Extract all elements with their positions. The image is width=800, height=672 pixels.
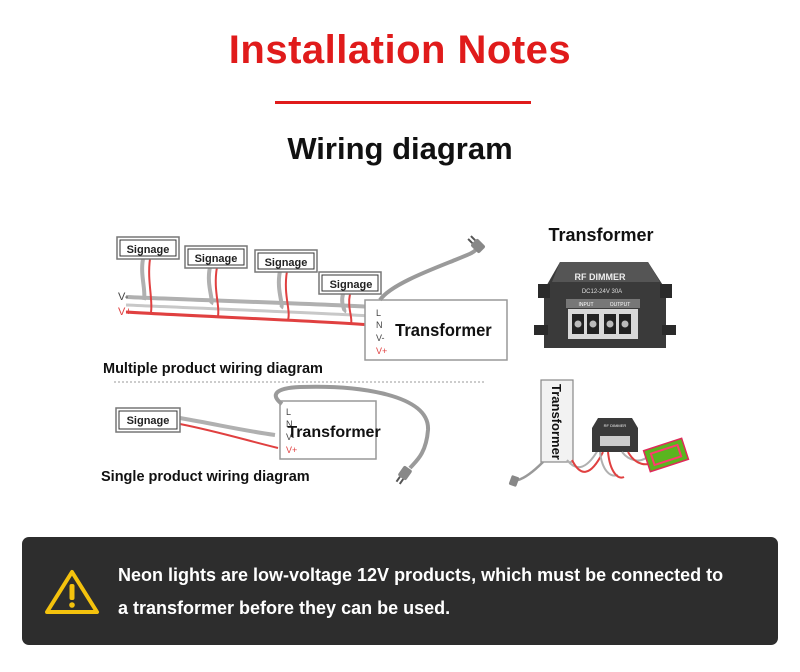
vertical-transformer-label: Transformer — [549, 384, 564, 460]
power-cord — [517, 461, 544, 482]
warning-line: Neon lights are low-voltage 12V products… — [118, 565, 724, 585]
warning-line: a transformer before they can be used. — [118, 598, 451, 618]
warning-banner: Neon lights are low-voltage 12V products… — [22, 537, 778, 645]
terminal-label: V- — [376, 333, 385, 343]
plug-icon — [508, 475, 520, 487]
title-divider — [275, 101, 531, 104]
signage-label: Signage — [127, 244, 170, 256]
terminal-label: V+ — [286, 445, 297, 455]
power-cord — [273, 384, 431, 470]
small-dimmer-label: RF DIMMER — [604, 423, 627, 428]
terminal-label: L — [376, 308, 381, 318]
signage-label: Signage — [265, 257, 308, 269]
single-wiring-diagram: Signage L N V- V+ Transformer Single pro… — [101, 384, 431, 485]
rf-dimmer-device: RF DIMMER DC12-24V 30A INPUT OUTPUT — [534, 262, 676, 348]
warning-triangle-icon — [45, 570, 99, 614]
transformer-label: Transformer — [395, 319, 492, 340]
section-subtitle: Wiring diagram — [287, 131, 513, 166]
multiple-wiring-diagram: Signage Signage Signage Signage V- V+ L … — [103, 235, 508, 377]
signage-label: Signage — [330, 279, 373, 291]
panel-heading: Transformer — [548, 225, 653, 245]
dimmer-spec: DC12-24V 30A — [582, 289, 622, 295]
signage-label: Signage — [195, 253, 238, 265]
diagram-caption: Single product wiring diagram — [101, 469, 310, 485]
dimmer-label: RF DIMMER — [575, 272, 626, 282]
wire-label-negative: V- — [118, 291, 129, 303]
terminal-label: L — [286, 407, 291, 417]
terminal-label: V- — [286, 432, 295, 442]
power-cord — [378, 248, 478, 302]
installation-photo: Transformer RF DIMMER — [508, 379, 690, 487]
terminal-label: N — [286, 419, 293, 429]
diagram-caption: Multiple product wiring diagram — [103, 361, 323, 377]
input-label: INPUT — [579, 302, 594, 308]
plug-icon — [467, 235, 485, 253]
wiring-diagram: Signage Signage Signage Signage V- V+ L … — [101, 225, 690, 487]
transformer-label: Transformer — [287, 424, 380, 441]
signage-label: Signage — [127, 415, 170, 427]
plug-icon — [395, 466, 412, 485]
bus-wire-negative — [125, 295, 374, 336]
output-label: OUTPUT — [610, 302, 631, 308]
bus-wire-positive — [125, 310, 374, 352]
wire-label-positive: V+ — [118, 306, 132, 318]
neon-sign-icon — [642, 437, 690, 473]
page-title: Installation Notes — [228, 28, 572, 72]
transformer-panel: Transformer RF DIMMER DC12-24V 30A INPUT… — [508, 225, 690, 487]
warning-text: Neon lights are low-voltage 12V products… — [118, 559, 758, 625]
terminal-label: V+ — [376, 346, 387, 356]
terminal-label: N — [376, 320, 383, 330]
